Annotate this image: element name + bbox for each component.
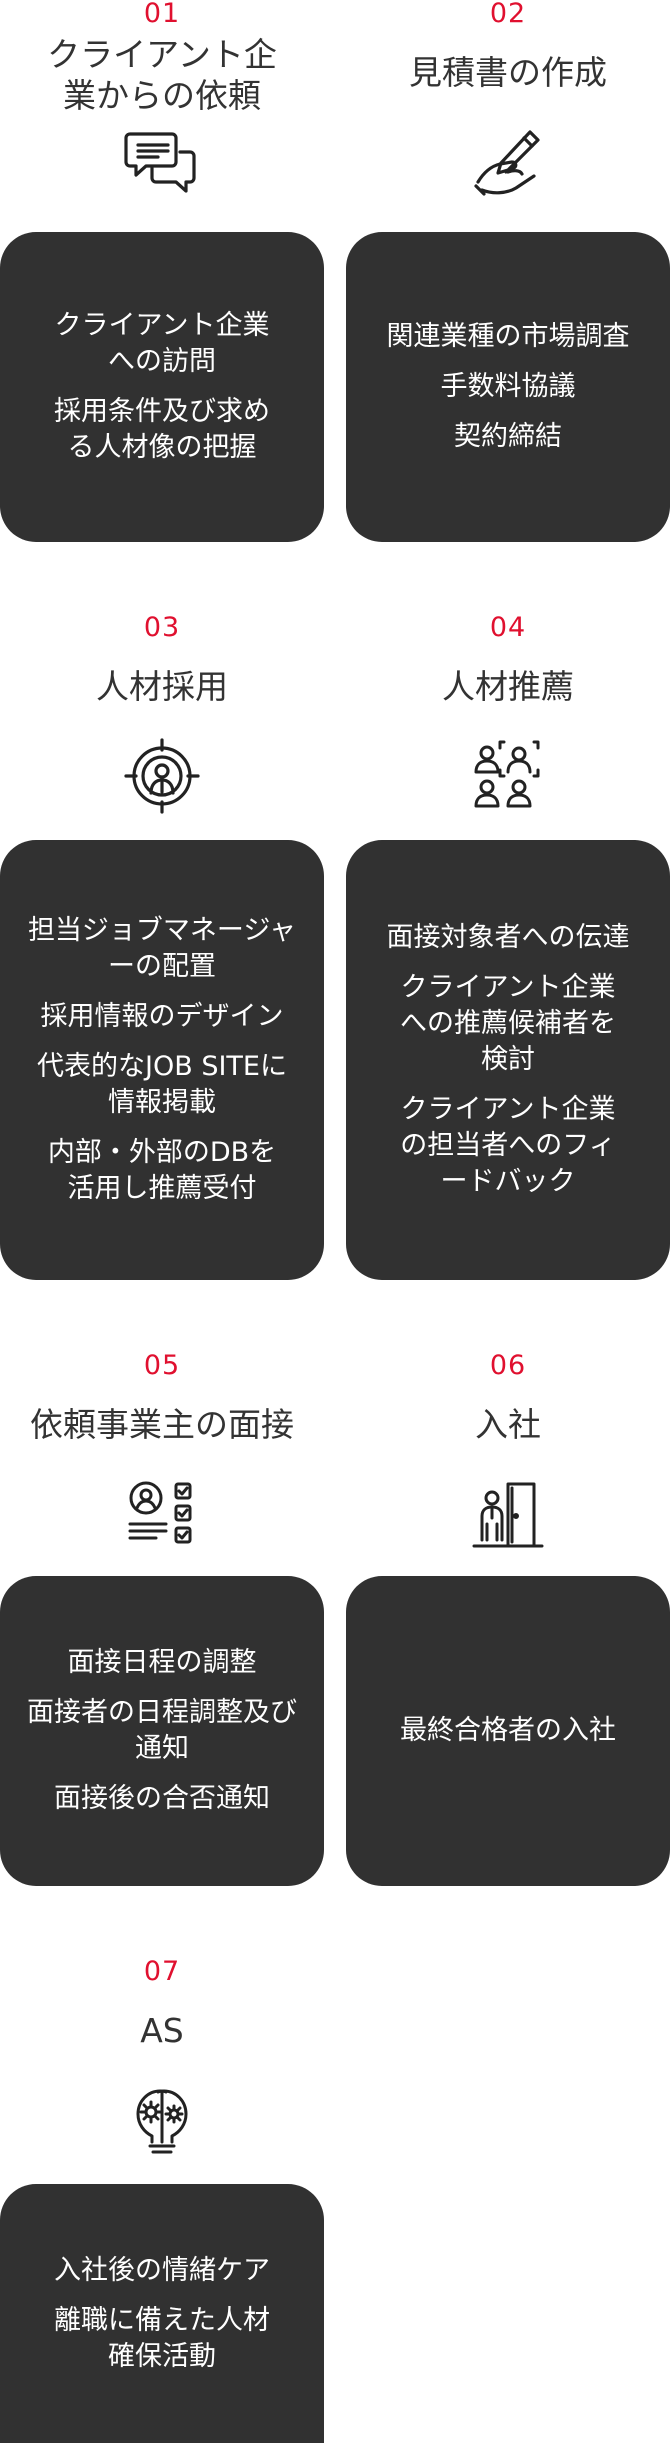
step-card: 関連業種の市場調査 手数料協議 契約締結 — [346, 232, 670, 542]
step-title: クライアント企業からの依頼 — [47, 35, 277, 115]
card-item: 関連業種の市場調査 — [386, 321, 630, 352]
step-number: 06 — [489, 1350, 527, 1381]
card-item: 内部・外部のDBを活用し推薦受付 — [47, 1137, 277, 1204]
step-title: 見積書の作成 — [409, 53, 607, 92]
gear-bulbs-icon — [122, 2080, 202, 2160]
card-item: 面接対象者への伝達 — [386, 922, 630, 953]
card-item: 代表的なJOB SITEに情報掲載 — [37, 1051, 287, 1118]
step-number: 07 — [143, 1956, 181, 1987]
card-item: 面接者の日程調整及び通知 — [27, 1697, 297, 1764]
step-01: 01 クライアント企業からの依頼 クライアント企業への訪問 採用条件及び求める人… — [0, 0, 324, 542]
step-card: 入社後の情緒ケア 離職に備えた人材確保活動 — [0, 2184, 324, 2443]
step-title: 人材推薦 — [442, 667, 574, 706]
step-card: 最終合格者の入社 — [346, 1576, 670, 1886]
step-card: 担当ジョブマネージャーの配置 採用情報のデザイン 代表的なJOB SITEに情報… — [0, 840, 324, 1280]
card-item: 最終合格者の入社 — [400, 1715, 616, 1746]
card-item: クライアント企業への推薦候補者を検討 — [400, 972, 616, 1075]
card-item: 離職に備えた人材確保活動 — [54, 2304, 270, 2372]
step-03: 03 人材採用 担当ジョブマネージャーの配置 採用情報のデザイン 代表的なJOB… — [0, 614, 324, 1280]
card-item: 入社後の情緒ケア — [54, 2254, 270, 2286]
step-title: AS — [140, 2011, 184, 2050]
step-title: 入社 — [475, 1405, 541, 1444]
step-card: 面接対象者への伝達 クライアント企業への推薦候補者を検討 クライアント企業の担当… — [346, 840, 670, 1280]
people-focus-icon — [468, 736, 548, 816]
card-item: 面接日程の調整 — [67, 1647, 257, 1678]
step-04: 04 人材推薦 面接対象者への伝達 クライアント企業への推薦候補者を検討 クライ… — [346, 614, 670, 1280]
step-02: 02 見積書の作成 関連業種の市場調査 手数料協議 契約締結 — [346, 0, 670, 542]
chat-bubbles-icon — [122, 124, 202, 204]
card-item: クライアント企業の担当者へのフィードバック — [400, 1094, 616, 1197]
hand-writing-icon — [468, 124, 548, 204]
step-number: 01 — [143, 0, 181, 29]
card-item: 担当ジョブマネージャーの配置 — [27, 915, 297, 982]
step-title: 依頼事業主の面接 — [30, 1405, 294, 1444]
step-07: 07 AS 入社後の情緒ケア 離職に備えた人材確保活動 — [0, 1958, 324, 2443]
step-05: 05 依頼事業主の面接 面接日程の調整 面接者の日程調整及び通知 面接後の合否通… — [0, 1352, 324, 1886]
step-card: 面接日程の調整 面接者の日程調整及び通知 面接後の合否通知 — [0, 1576, 324, 1886]
profile-checklist-icon — [122, 1474, 202, 1554]
step-number: 03 — [143, 612, 181, 643]
card-item: 手数料協議 — [440, 371, 576, 402]
step-title: 人材採用 — [96, 667, 228, 706]
card-item: 面接後の合否通知 — [54, 1783, 270, 1814]
step-card: クライアント企業への訪問 採用条件及び求める人材像の把握 — [0, 232, 324, 542]
step-06: 06 入社 最終合格者の入社 — [346, 1352, 670, 1886]
card-item: 採用情報のデザイン — [40, 1001, 284, 1032]
step-number: 05 — [143, 1350, 181, 1381]
step-number: 02 — [489, 0, 527, 29]
target-person-icon — [122, 736, 202, 816]
step-number: 04 — [489, 612, 527, 643]
card-item: 契約締結 — [454, 421, 562, 452]
card-item: クライアント企業への訪問 — [54, 310, 270, 377]
person-door-icon — [468, 1474, 548, 1554]
card-item: 採用条件及び求める人材像の把握 — [54, 396, 270, 463]
